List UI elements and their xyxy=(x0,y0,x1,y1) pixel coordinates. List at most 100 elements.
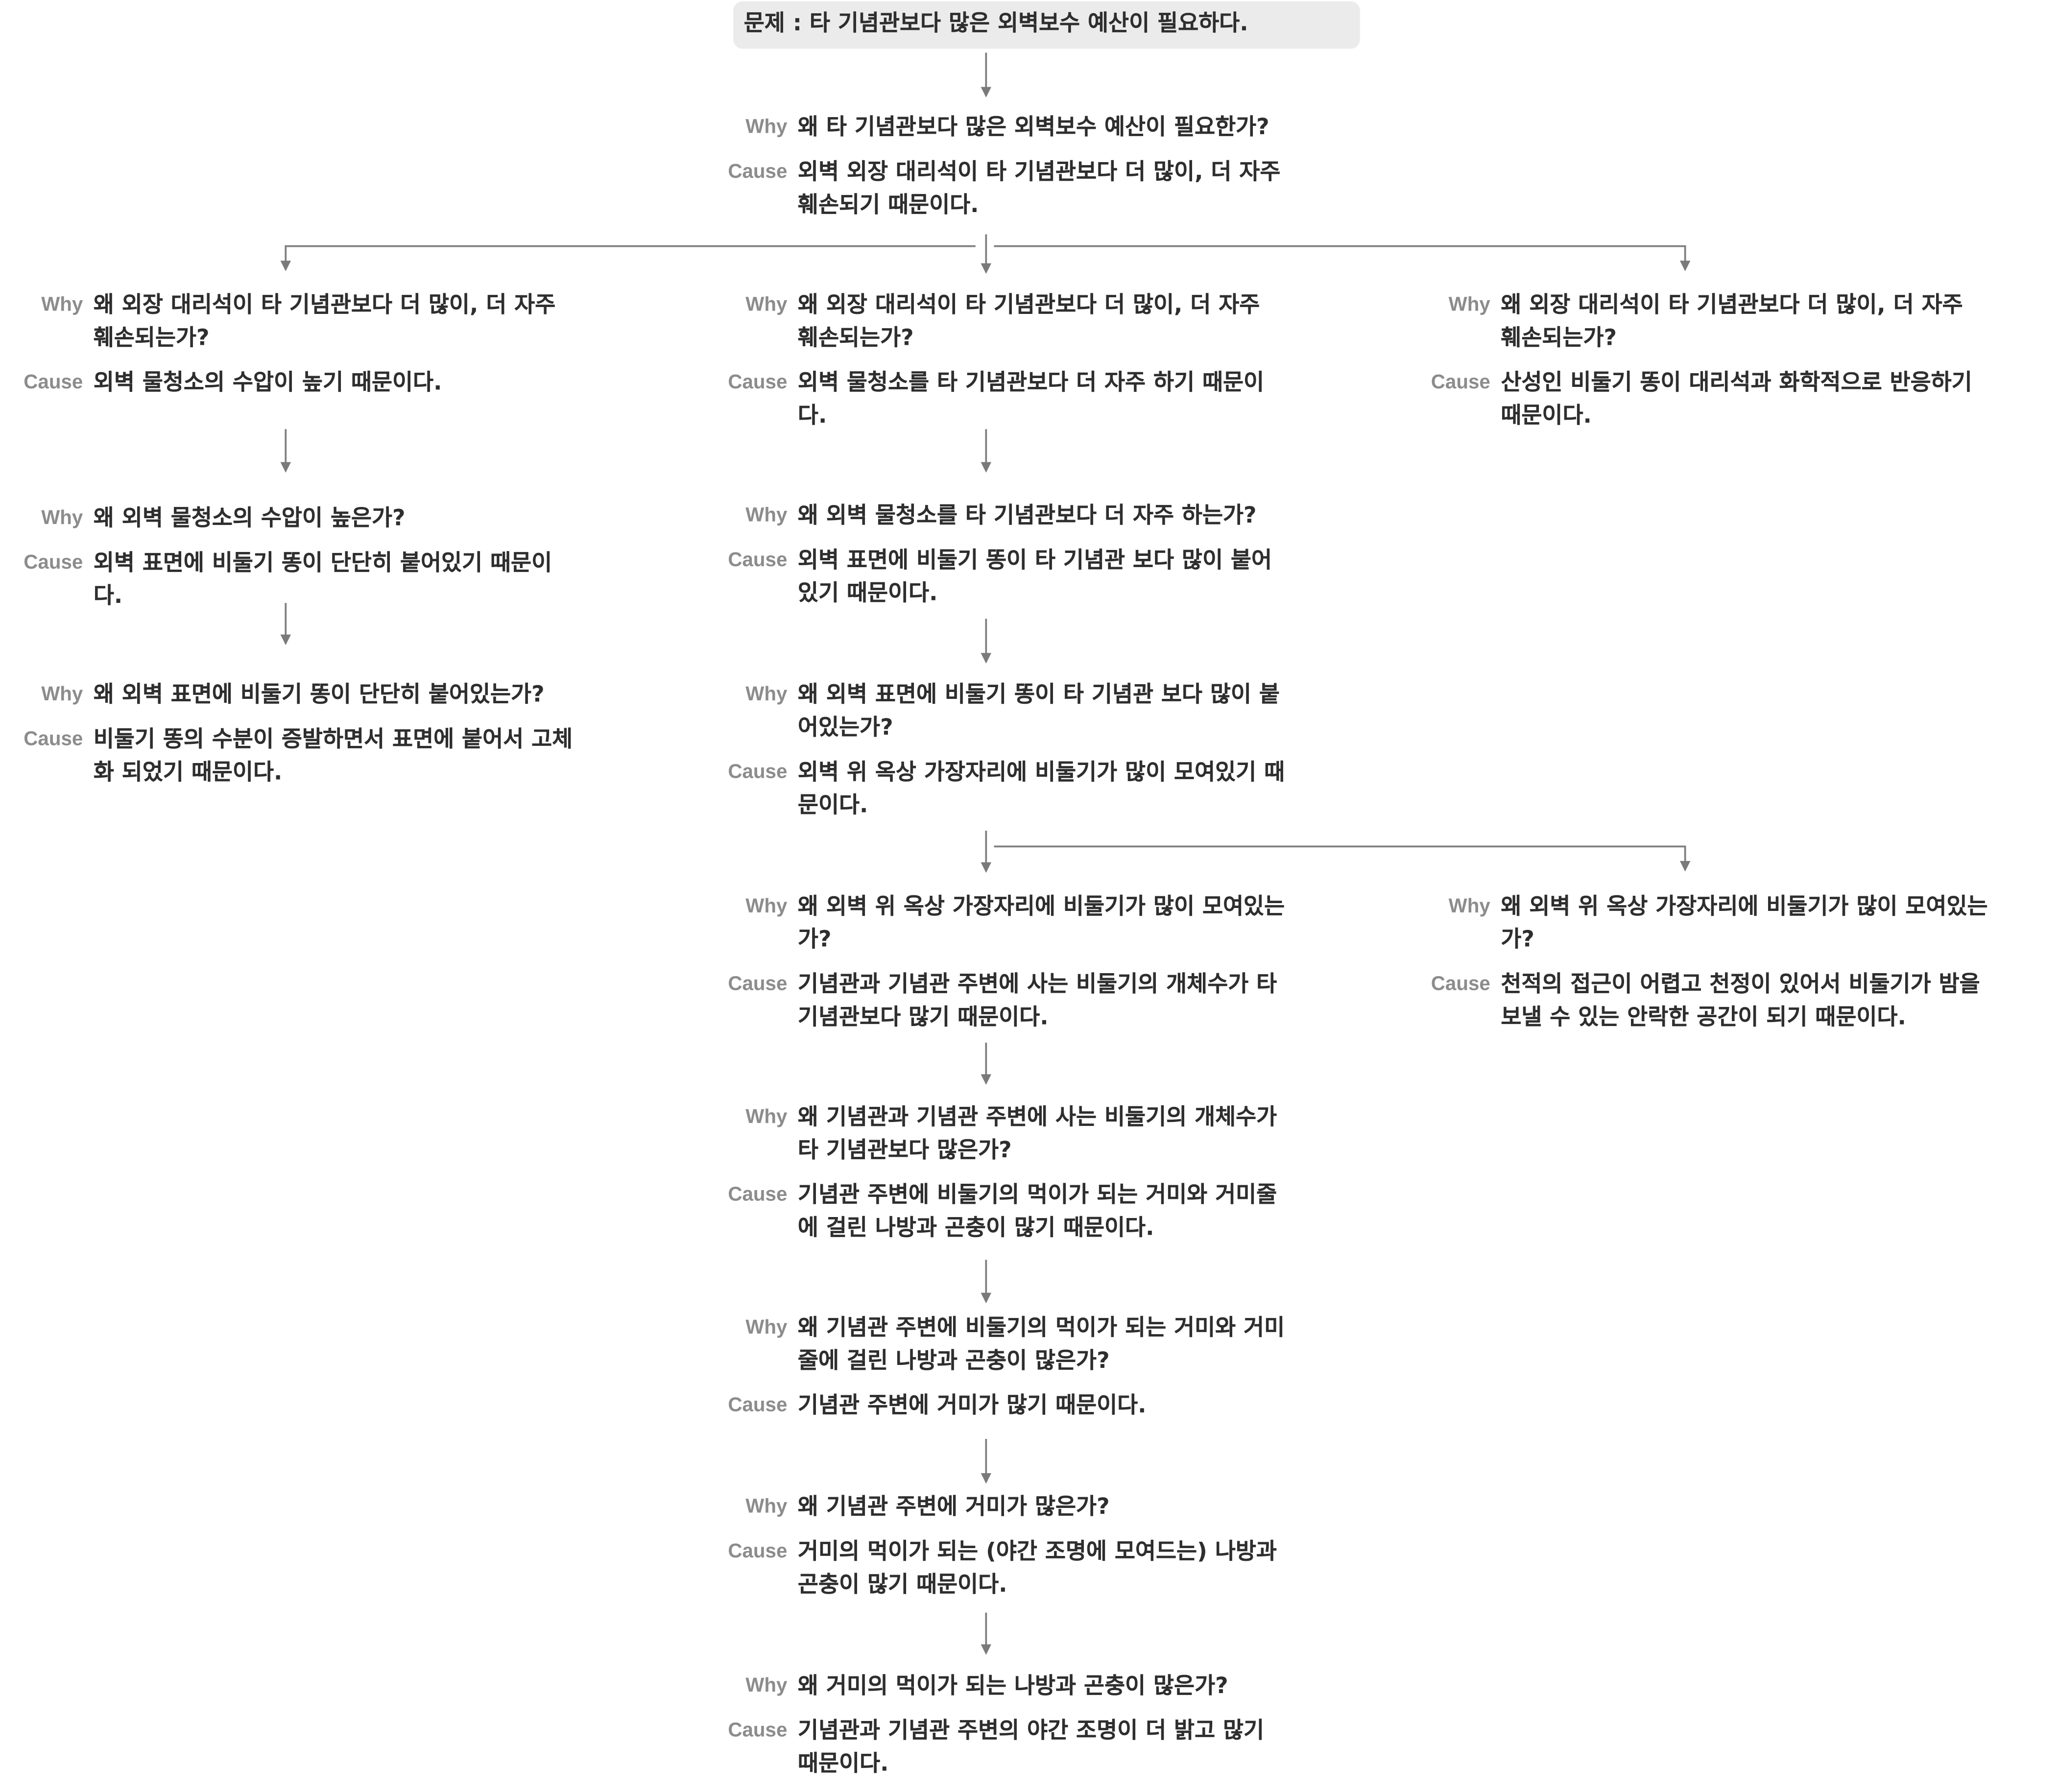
cause-answer: 외벽 표면에 비둘기 똥이 타 기념관 보다 많이 붙어있기 때문이다. xyxy=(797,548,1272,607)
why-node-middle-2: Why 왜 외벽 물청소를 타 기념관보다 더 자주 하는가? Cause 외벽 표… xyxy=(719,500,1285,611)
cause-label: Cause xyxy=(24,551,83,574)
problem-statement: 문제 : 타 기념관보다 많은 외벽보수 예산이 필요하다. xyxy=(733,1,1360,49)
cause-label: Cause xyxy=(24,371,83,394)
why-label: Why xyxy=(1448,293,1490,316)
why-question: 왜 외벽 위 옥상 가장자리에 비둘기가 많이 모여있는가? xyxy=(797,894,1285,954)
why-row: Why 왜 거미의 먹이가 되는 나방과 곤충이 많은가? xyxy=(719,1671,1285,1703)
why-label: Why xyxy=(745,1495,788,1518)
why-row: Why 왜 기념관 주변에 비둘기의 먹이가 되는 거미와 거미줄에 걸린 나방과… xyxy=(719,1313,1285,1378)
cause-row: Cause 외벽 물청소를 타 기념관보다 더 자주 하기 때문이다. xyxy=(719,367,1285,433)
why-label: Why xyxy=(745,116,788,139)
why-node-middle-5: Why 왜 기념관과 기념관 주변에 사는 비둘기의 개체수가 타 기념관보다 많… xyxy=(719,1102,1285,1245)
why-question: 왜 외장 대리석이 타 기념관보다 더 많이, 더 자주 훼손되는가? xyxy=(93,292,556,352)
why-label: Why xyxy=(745,895,788,918)
cause-row: Cause 산성인 비둘기 똥이 대리석과 화학적으로 반응하기 때문이다. xyxy=(1422,367,1988,433)
cause-label: Cause xyxy=(728,160,788,183)
why-question: 왜 타 기념관보다 많은 외벽보수 예산이 필요한가? xyxy=(797,114,1269,141)
cause-answer: 외벽 위 옥상 가장자리에 비둘기가 많이 모여있기 때문이다. xyxy=(797,759,1285,819)
why-question: 왜 외벽 표면에 비둘기 똥이 타 기념관 보다 많이 붙어있는가? xyxy=(797,682,1280,741)
why-row: Why 왜 외장 대리석이 타 기념관보다 더 많이, 더 자주 훼손되는가? xyxy=(719,289,1285,355)
why-label: Why xyxy=(41,293,83,316)
cause-answer: 비둘기 똥의 수분이 증발하면서 표면에 붙어서 고체화 되었기 때문이다. xyxy=(93,726,573,786)
cause-answer: 기념관 주변에 거미가 많기 때문이다. xyxy=(797,1392,1147,1419)
why-node-right-2: Why 왜 외벽 위 옥상 가장자리에 비둘기가 많이 모여있는가? Cause 천… xyxy=(1422,891,1988,1035)
why-label: Why xyxy=(745,683,788,706)
why-node-root: Why 왜 타 기념관보다 많은 외벽보수 예산이 필요한가? Cause 외벽 외… xyxy=(719,112,1285,222)
cause-label: Cause xyxy=(728,1394,788,1417)
cause-answer: 기념관과 기념관 주변의 야간 조명이 더 밝고 많기 때문이다. xyxy=(797,1718,1265,1777)
cause-answer: 천적의 접근이 어렵고 천정이 있어서 비둘기가 밤을 보낼 수 있는 안락한 … xyxy=(1501,971,1980,1031)
why-label: Why xyxy=(745,1105,788,1128)
why-question: 왜 외벽 물청소의 수압이 높은가? xyxy=(93,505,406,532)
cause-row: Cause 거미의 먹이가 되는 (야간 조명에 모여드는) 나방과 곤충이 많기… xyxy=(719,1536,1285,1602)
cause-label: Cause xyxy=(728,973,788,996)
cause-label: Cause xyxy=(728,549,788,572)
why-question: 왜 외벽 위 옥상 가장자리에 비둘기가 많이 모여있는가? xyxy=(1501,894,1988,954)
why-row: Why 왜 외벽 표면에 비둘기 똥이 단단히 붙어있는가? xyxy=(15,679,581,712)
why-row: Why 왜 외벽 물청소의 수압이 높은가? xyxy=(15,503,581,536)
why-question: 왜 거미의 먹이가 되는 나방과 곤충이 많은가? xyxy=(797,1673,1228,1700)
cause-row: Cause 외벽 외장 대리석이 타 기념관보다 더 많이, 더 자주 훼손되기 … xyxy=(719,157,1285,222)
cause-label: Cause xyxy=(1431,973,1490,996)
cause-row: Cause 기념관 주변에 거미가 많기 때문이다. xyxy=(719,1390,1285,1423)
arrow-m3-r2 xyxy=(994,845,1691,872)
why-question: 왜 기념관 주변에 비둘기의 먹이가 되는 거미와 거미줄에 걸린 나방과 곤충… xyxy=(797,1315,1285,1375)
cause-answer: 기념관 주변에 비둘기의 먹이가 되는 거미와 거미줄에 걸린 나방과 곤충이 … xyxy=(797,1182,1277,1242)
why-label: Why xyxy=(41,683,83,706)
cause-answer: 외벽 외장 대리석이 타 기념관보다 더 많이, 더 자주 훼손되기 때문이다. xyxy=(797,159,1281,219)
why-row: Why 왜 타 기념관보다 많은 외벽보수 예산이 필요한가? xyxy=(719,112,1285,144)
why-label: Why xyxy=(745,1674,788,1697)
why-question: 왜 외장 대리석이 타 기념관보다 더 많이, 더 자주 훼손되는가? xyxy=(1501,292,1963,352)
why-row: Why 왜 외장 대리석이 타 기념관보다 더 많이, 더 자주 훼손되는가? xyxy=(1422,289,1988,355)
why-row: Why 왜 외벽 위 옥상 가장자리에 비둘기가 많이 모여있는가? xyxy=(1422,891,1988,957)
why-row: Why 왜 기념관과 기념관 주변에 사는 비둘기의 개체수가 타 기념관보다 많… xyxy=(719,1102,1285,1168)
cause-answer: 외벽 물청소를 타 기념관보다 더 자주 하기 때문이다. xyxy=(797,370,1265,430)
why-row: Why 왜 외벽 위 옥상 가장자리에 비둘기가 많이 모여있는가? xyxy=(719,891,1285,957)
why-node-middle-3: Why 왜 외벽 표면에 비둘기 똥이 타 기념관 보다 많이 붙어있는가? Ca… xyxy=(719,679,1285,823)
cause-answer: 거미의 먹이가 되는 (야간 조명에 모여드는) 나방과 곤충이 많기 때문이다… xyxy=(797,1539,1277,1599)
why-question: 왜 기념관과 기념관 주변에 사는 비둘기의 개체수가 타 기념관보다 많은가? xyxy=(797,1104,1277,1164)
why-label: Why xyxy=(745,293,788,316)
cause-answer: 외벽 물청소의 수압이 높기 때문이다. xyxy=(93,370,442,397)
arrow-root-l1 xyxy=(280,245,976,271)
cause-answer: 외벽 표면에 비둘기 똥이 단단히 붙어있기 때문이다. xyxy=(93,550,552,610)
why-question: 왜 외벽 표면에 비둘기 똥이 단단히 붙어있는가? xyxy=(93,682,545,709)
why-row: Why 왜 외벽 물청소를 타 기념관보다 더 자주 하는가? xyxy=(719,500,1285,533)
why-label: Why xyxy=(1448,895,1490,918)
cause-row: Cause 외벽 위 옥상 가장자리에 비둘기가 많이 모여있기 때문이다. xyxy=(719,757,1285,823)
why-node-left-2: Why 왜 외벽 물청소의 수압이 높은가? Cause 외벽 표면에 비둘기 똥이… xyxy=(15,503,581,614)
why-node-right-1: Why 왜 외장 대리석이 타 기념관보다 더 많이, 더 자주 훼손되는가? C… xyxy=(1422,289,1988,433)
why-node-middle-4: Why 왜 외벽 위 옥상 가장자리에 비둘기가 많이 모여있는가? Cause 기… xyxy=(719,891,1285,1035)
cause-answer: 산성인 비둘기 똥이 대리석과 화학적으로 반응하기 때문이다. xyxy=(1501,370,1972,430)
cause-row: Cause 기념관과 기념관 주변의 야간 조명이 더 밝고 많기 때문이다. xyxy=(719,1715,1285,1781)
why-label: Why xyxy=(745,1316,788,1339)
why-label: Why xyxy=(41,506,83,529)
why-node-middle-1: Why 왜 외장 대리석이 타 기념관보다 더 많이, 더 자주 훼손되는가? C… xyxy=(719,289,1285,433)
cause-row: Cause 외벽 물청소의 수압이 높기 때문이다. xyxy=(15,367,581,400)
cause-label: Cause xyxy=(728,1719,788,1742)
why-label: Why xyxy=(745,504,788,527)
arrow-root-r1 xyxy=(994,245,1691,271)
cause-label: Cause xyxy=(1431,371,1490,394)
cause-answer: 기념관과 기념관 주변에 사는 비둘기의 개체수가 타 기념관보다 많기 때문이… xyxy=(797,971,1277,1031)
why-node-middle-6: Why 왜 기념관 주변에 비둘기의 먹이가 되는 거미와 거미줄에 걸린 나방과… xyxy=(719,1313,1285,1423)
cause-label: Cause xyxy=(728,1540,788,1563)
cause-label: Cause xyxy=(728,1183,788,1206)
why-node-middle-8: Why 왜 거미의 먹이가 되는 나방과 곤충이 많은가? Cause 기념관과 기… xyxy=(719,1671,1285,1781)
why-question: 왜 외벽 물청소를 타 기념관보다 더 자주 하는가? xyxy=(797,502,1257,529)
why-row: Why 왜 외벽 표면에 비둘기 똥이 타 기념관 보다 많이 붙어있는가? xyxy=(719,679,1285,745)
cause-label: Cause xyxy=(728,761,788,784)
cause-row: Cause 외벽 표면에 비둘기 똥이 타 기념관 보다 많이 붙어있기 때문이다… xyxy=(719,545,1285,611)
cause-row: Cause 외벽 표면에 비둘기 똥이 단단히 붙어있기 때문이다. xyxy=(15,548,581,613)
cause-row: Cause 기념관과 기념관 주변에 사는 비둘기의 개체수가 타 기념관보다 많… xyxy=(719,969,1285,1034)
why-row: Why 왜 외장 대리석이 타 기념관보다 더 많이, 더 자주 훼손되는가? xyxy=(15,289,581,355)
cause-label: Cause xyxy=(728,371,788,394)
why-question: 왜 외장 대리석이 타 기념관보다 더 많이, 더 자주 훼손되는가? xyxy=(797,292,1260,352)
cause-row: Cause 천적의 접근이 어렵고 천정이 있어서 비둘기가 밤을 보낼 수 있는… xyxy=(1422,969,1988,1034)
